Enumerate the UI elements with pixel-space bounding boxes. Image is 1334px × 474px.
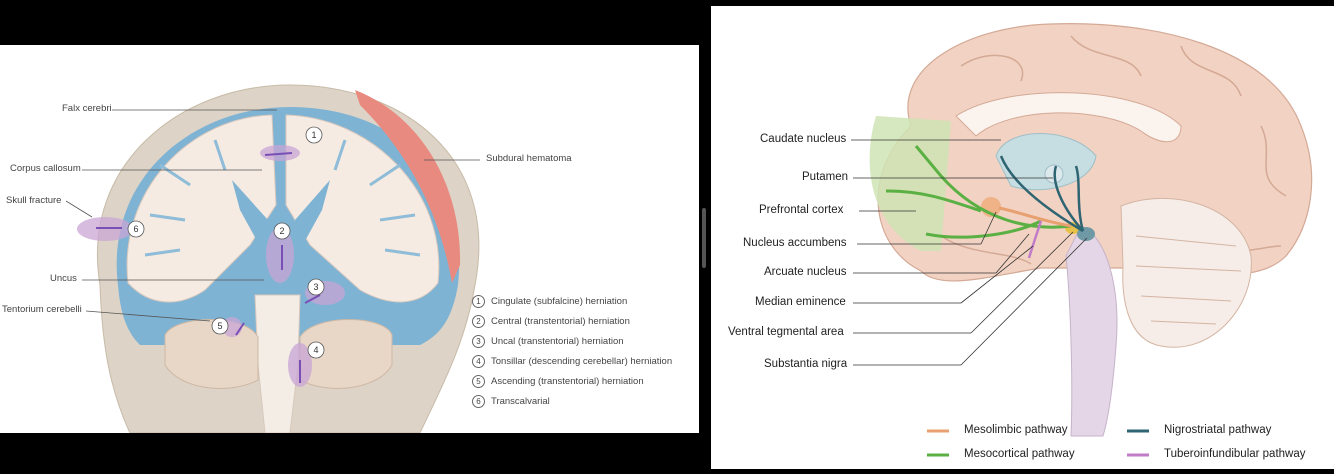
right-hemisphere	[285, 114, 440, 303]
mesocortical-pathway-lines	[885, 145, 1072, 239]
tuberoinfundibular-pathway-line	[1027, 220, 1043, 259]
herniation-diagram-panel: 1 2 3 4 5 6 Falx cerebri Corpus callosum…	[0, 45, 699, 434]
label-median-eminence: Median eminence	[755, 296, 846, 308]
nigrostriatal-pathway-lines	[999, 155, 1085, 233]
label-subdural-hematoma: Subdural hematoma	[486, 153, 572, 164]
marker-5: 5	[217, 321, 222, 331]
panel-splitter-handle[interactable]	[702, 208, 706, 268]
subdural-hematoma-region	[355, 90, 461, 283]
legend-nigrostriatal: Nigrostriatal pathway	[1164, 424, 1272, 436]
sagittal-brain-illustration	[851, 23, 1313, 457]
cerebellum-folia	[1135, 235, 1242, 325]
legend-mesocortical: Mesocortical pathway	[964, 448, 1075, 460]
herniation-arrows	[96, 152, 321, 383]
leader-lines	[851, 139, 1088, 366]
corpus-callosum	[955, 92, 1182, 143]
marker-1: 1	[311, 130, 316, 140]
cerebellum-left	[164, 319, 259, 389]
label-prefrontal-cortex: Prefrontal cortex	[759, 204, 844, 216]
leader-lines	[65, 109, 480, 322]
label-substantia-nigra: Substantia nigra	[764, 358, 848, 370]
label-falx-cerebri: Falx cerebri	[62, 103, 112, 114]
label-putamen: Putamen	[802, 171, 849, 183]
cerebellum	[1120, 197, 1252, 348]
label-uncus: Uncus	[50, 273, 77, 284]
marker-6: 6	[133, 224, 138, 234]
label-caudate-nucleus: Caudate nucleus	[760, 133, 847, 145]
left-hemisphere	[126, 114, 277, 303]
label-ventral-tegmental-area: Ventral tegmental area	[728, 326, 844, 338]
dopamine-pathways-panel: Caudate nucleus Putamen Prefrontal corte…	[711, 6, 1334, 469]
marker-3: 3	[313, 282, 318, 292]
lateral-ventricle-left	[232, 180, 268, 250]
label-skull-fracture: Skull fracture	[6, 195, 62, 206]
marker-4: 4	[313, 345, 318, 355]
legend-arrows	[927, 429, 1149, 457]
marker-circles	[127, 126, 325, 359]
lateral-ventricle-right	[295, 180, 330, 250]
mesolimbic-pathway-line	[998, 206, 1072, 228]
marker-2: 2	[279, 226, 284, 236]
brainstem	[1065, 225, 1118, 437]
coronal-brain-illustration: 1 2 3 4 5 6	[65, 84, 480, 434]
legend-mesolimbic: Mesolimbic pathway	[964, 424, 1068, 436]
cerebellum-right	[299, 319, 393, 389]
label-tentorium-cerebelli: Tentorium cerebelli	[2, 304, 82, 315]
label-nucleus-accumbens: Nucleus accumbens	[743, 237, 847, 249]
prefrontal-cortex-region	[869, 116, 951, 251]
label-arcuate-nucleus: Arcuate nucleus	[764, 266, 847, 278]
sulci	[144, 139, 421, 257]
label-corpus-callosum: Corpus callosum	[10, 163, 81, 174]
legend-tuberoinfundibular: Tuberoinfundibular pathway	[1164, 448, 1306, 460]
marker-numbers: 1 2 3 4 5 6	[133, 130, 318, 355]
caudate-nucleus-region	[995, 133, 1097, 191]
